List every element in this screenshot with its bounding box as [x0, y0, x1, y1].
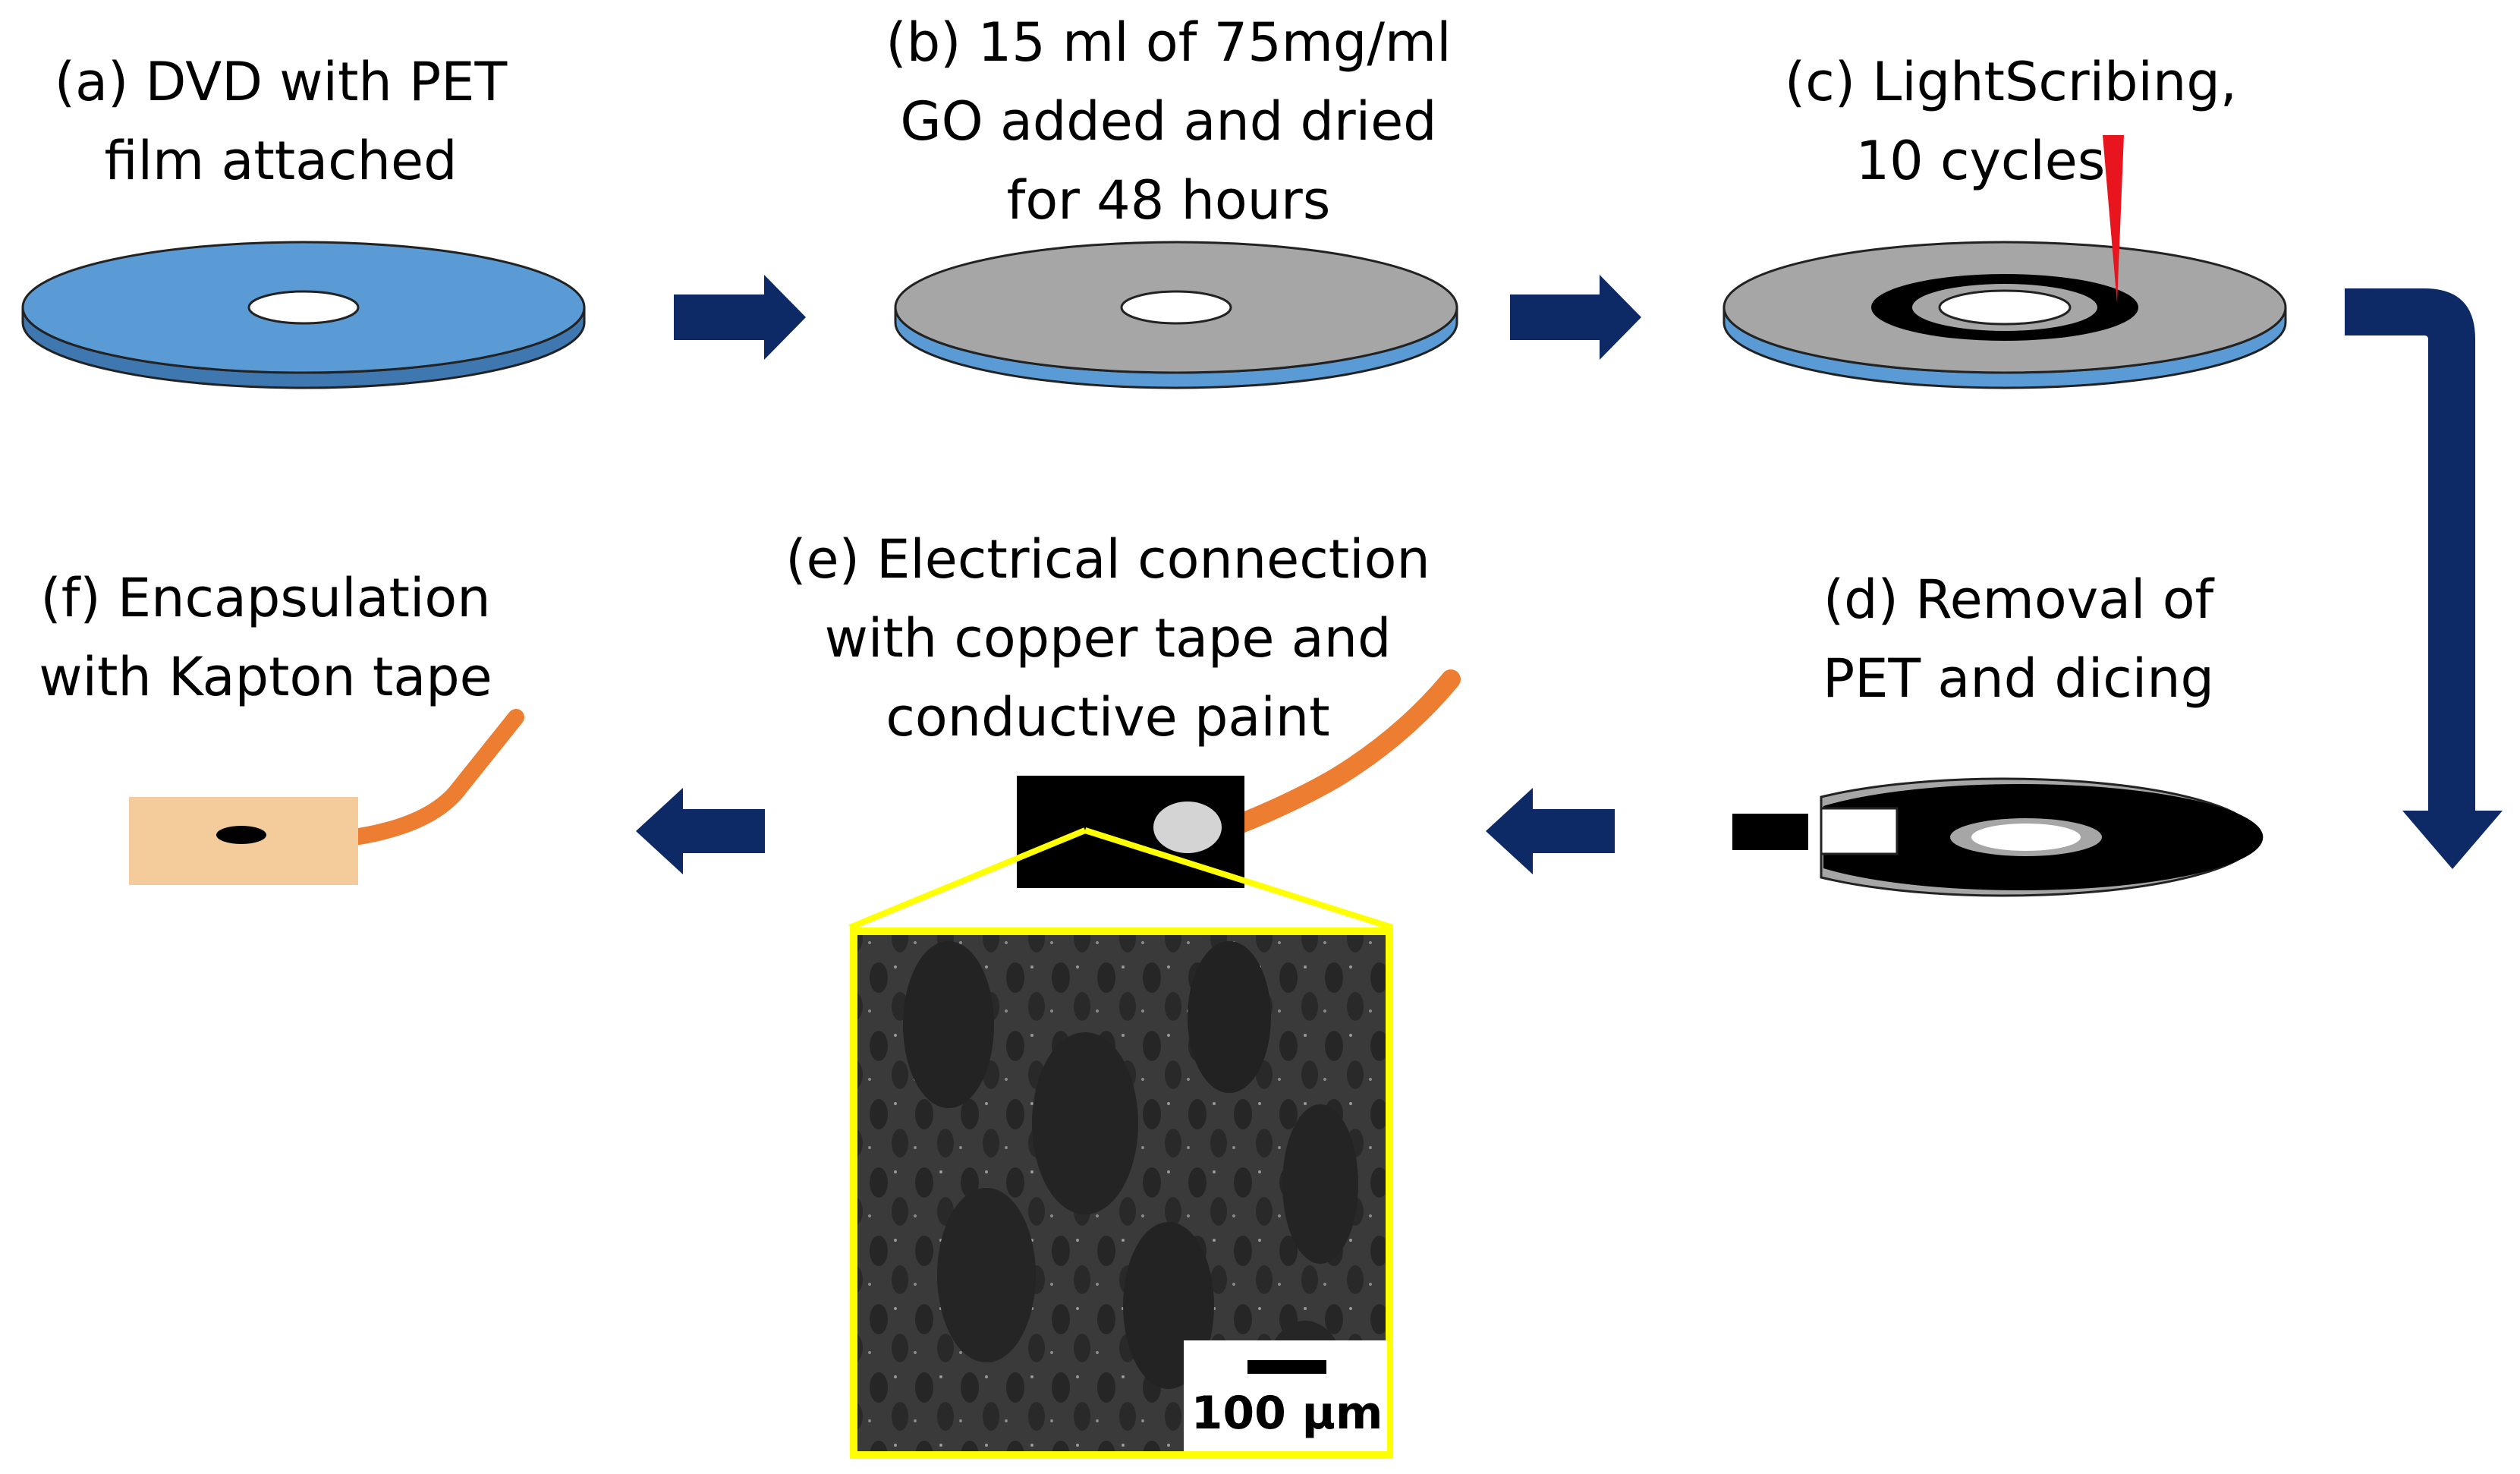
label-c-line1: (c) LightScribing,	[1784, 51, 2238, 113]
disc-a	[21, 241, 586, 389]
sem-zoom-lines	[848, 827, 1394, 931]
label-step-c: (c) LightScribing, 10 cycles	[1730, 43, 2292, 200]
label-e-line3: conductive paint	[886, 686, 1330, 748]
arrow-d-to-e	[1486, 788, 1615, 874]
label-b-line1: (b) 15 ml of 75mg/ml	[886, 11, 1452, 74]
label-step-b: (b) 15 ml of 75mg/ml GO added and dried …	[854, 3, 1483, 240]
label-d-line2: PET and dicing	[1822, 647, 2214, 710]
arrow-c-to-d	[2345, 288, 2503, 869]
disc-d	[1820, 777, 2264, 897]
label-d-line1: (d) Removal of	[1823, 568, 2214, 631]
scale-bar	[1247, 1360, 1326, 1374]
scale-bar-box	[1184, 1340, 1387, 1451]
label-b-line3: for 48 hours	[1006, 169, 1331, 231]
diced-piece	[1732, 814, 1808, 850]
device-f	[129, 709, 524, 885]
label-b-line2: GO added and dried	[900, 90, 1437, 153]
label-step-f: (f) Encapsulation with Kapton tape	[15, 559, 516, 717]
label-f-line2: with Kapton tape	[39, 646, 492, 708]
laser-beam	[2103, 135, 2124, 304]
label-e-line1: (e) Electrical connection	[785, 528, 1430, 591]
label-f-line1: (f) Encapsulation	[40, 567, 491, 629]
scale-bar-label: 100 μm	[1191, 1387, 1383, 1440]
label-step-a: (a) DVD with PET film attached	[30, 43, 531, 200]
label-c-line2: 10 cycles	[1855, 130, 2106, 192]
label-step-e: (e) Electrical connection with copper ta…	[759, 520, 1457, 757]
label-a-line2: film attached	[104, 130, 458, 192]
disc-c	[1722, 241, 2287, 389]
arrow-e-to-f	[636, 788, 765, 874]
disc-b	[894, 241, 1458, 389]
sem-image: 100 μm	[850, 928, 1393, 1459]
arrow-b-to-c	[1510, 275, 1641, 360]
arrow-a-to-b	[674, 275, 806, 360]
label-e-line2: with copper tape and	[824, 607, 1392, 669]
label-step-d: (d) Removal of PET and dicing	[1753, 560, 2284, 718]
label-a-line1: (a) DVD with PET	[54, 51, 508, 113]
